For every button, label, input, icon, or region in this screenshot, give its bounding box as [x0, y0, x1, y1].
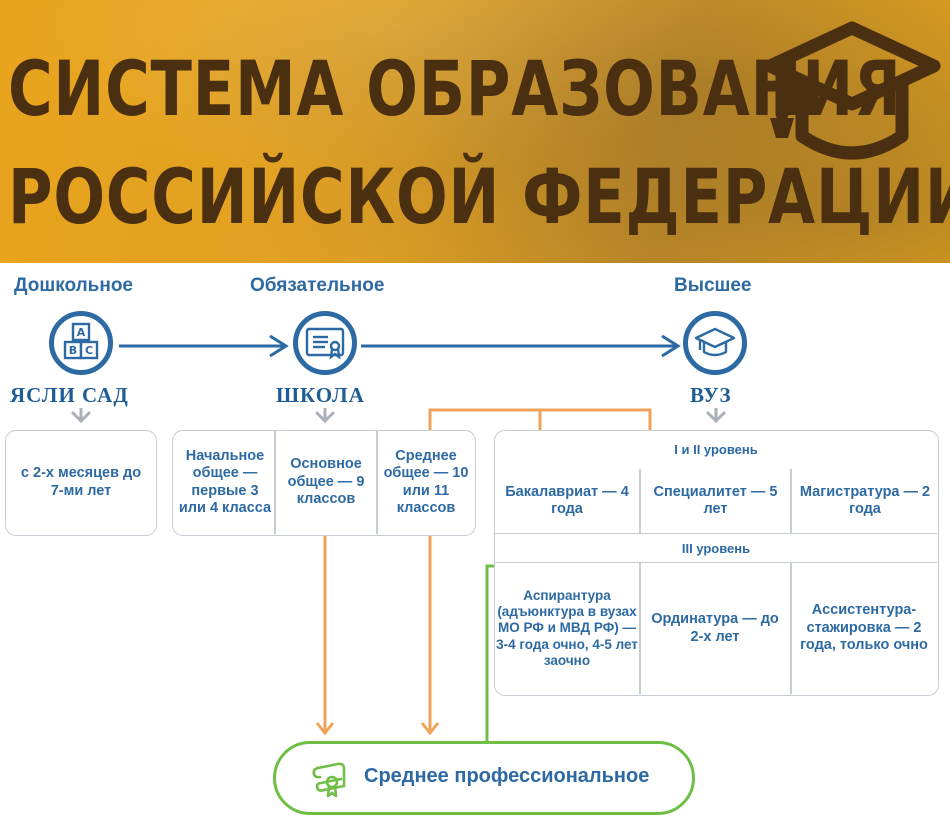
header-banner: СИСТЕМА ОБРАЗОВАНИЯ РОССИЙСКОЙ ФЕДЕРАЦИИ: [0, 0, 950, 263]
preschool-age-text: с 2-х месяцев до 7-ми лет: [20, 465, 142, 499]
graduation-cap-icon: [763, 21, 941, 160]
cell-bachelor: Бакалавриат — 4 года: [505, 483, 629, 517]
cell-master: Магистратура — 2 года: [799, 483, 931, 517]
overlay-label-higher: ВУЗ: [688, 383, 734, 408]
vocational-box: Среднее профессиональное: [273, 741, 695, 815]
school-cell-basic: Основное общее — 9 классов: [287, 456, 365, 508]
stage-label-higher: Высшее: [674, 275, 752, 296]
cell-assistantship: Ассистентура-стажировка — 2 года, только…: [800, 602, 928, 654]
stage-label-preschool: Дошкольное: [14, 275, 134, 296]
school-cell-primary: Начальное общее — первые 3 или 4 класса: [178, 447, 272, 516]
level-3-label: III уровень: [495, 533, 937, 563]
cell-residency: Ординатура — до 2-х лет: [651, 611, 779, 645]
svg-text:B: B: [69, 344, 77, 357]
stage-label-compulsory: Обязательное: [250, 275, 385, 296]
overlay-label-school: ШКОЛА: [274, 383, 367, 408]
preschool-box: с 2-х месяцев до 7-ми лет: [5, 430, 157, 536]
higher-box: I и II уровень Бакалавриат — 4 года Спец…: [494, 430, 939, 696]
diploma-scroll-icon: [312, 762, 346, 798]
title-line-1: СИСТЕМА ОБРАЗОВАНИЯ: [8, 44, 902, 133]
graduation-cap-icon: [694, 327, 736, 357]
cell-postgraduate: Аспирантура (адъюнктура в вузах МО РФ и …: [496, 588, 638, 668]
vocational-label: Среднее профессиональное: [364, 765, 650, 787]
school-cell-secondary: Среднее общее — 10 или 11 классов: [383, 447, 469, 516]
school-circle: [293, 311, 357, 375]
orange-school-to-spo: [315, 528, 440, 736]
certificate-icon: [305, 327, 345, 360]
higher-circle: [683, 311, 747, 375]
overlay-label-preschool: ЯСЛИ САД: [8, 383, 131, 408]
title-line-2: РОССИЙСКОЙ ФЕДЕРАЦИИ: [8, 152, 950, 241]
school-box: Начальное общее — первые 3 или 4 класса …: [172, 430, 476, 536]
level-1-2-label: I и II уровень: [674, 442, 758, 458]
cell-specialist: Специалитет — 5 лет: [653, 483, 778, 517]
svg-text:A: A: [77, 326, 86, 339]
svg-text:C: C: [85, 344, 93, 357]
